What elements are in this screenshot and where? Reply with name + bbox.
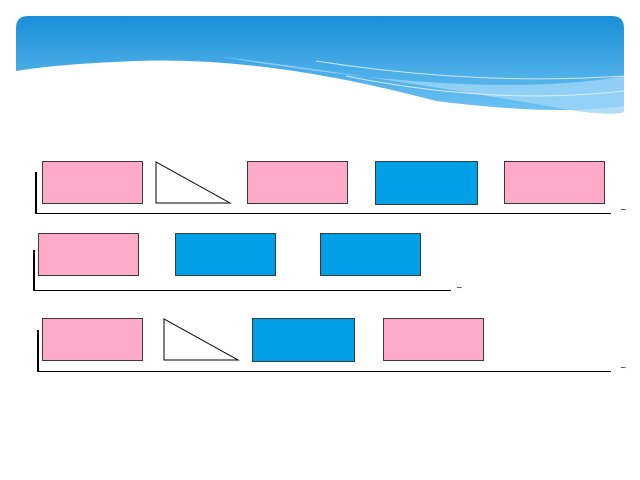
row-start-tick bbox=[33, 250, 35, 291]
pink-rectangle bbox=[504, 161, 605, 204]
header-banner bbox=[16, 16, 624, 116]
row-start-tick bbox=[35, 172, 37, 214]
row-start-tick bbox=[37, 330, 39, 372]
row-end-mark: ~ bbox=[620, 205, 627, 214]
blue-rectangle bbox=[175, 233, 276, 276]
triangle-shape bbox=[155, 161, 232, 204]
blue-rectangle bbox=[252, 318, 355, 362]
pink-rectangle bbox=[383, 318, 484, 361]
triangle-shape bbox=[163, 318, 240, 361]
row-end-mark: ~ bbox=[620, 363, 627, 372]
blue-rectangle bbox=[375, 161, 478, 205]
row-end-mark: ~ bbox=[456, 283, 463, 292]
pink-rectangle bbox=[42, 161, 143, 204]
row-baseline bbox=[35, 213, 611, 214]
row-baseline bbox=[33, 290, 451, 291]
row-baseline bbox=[37, 371, 611, 372]
pink-rectangle bbox=[42, 318, 143, 361]
blue-rectangle bbox=[320, 233, 421, 276]
pink-rectangle bbox=[247, 161, 348, 204]
banner-graphic bbox=[16, 16, 624, 114]
pink-rectangle bbox=[38, 233, 139, 276]
